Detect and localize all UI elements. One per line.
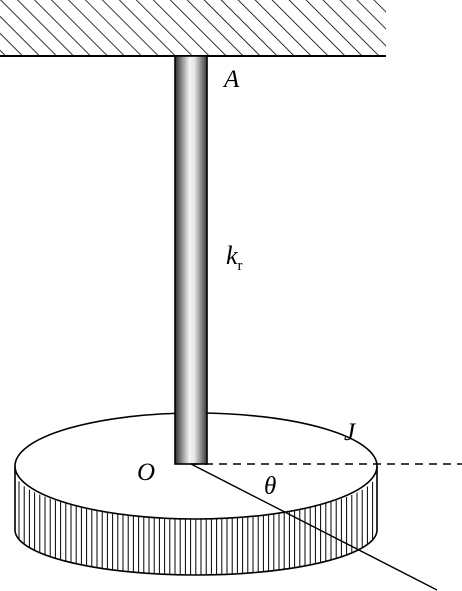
- ceiling-hatch: [0, 0, 386, 56]
- label-a: A: [222, 66, 240, 93]
- stiffness-subscript: r: [238, 258, 243, 274]
- label-j: J: [344, 419, 357, 446]
- label-o: O: [137, 459, 155, 486]
- disk-side-wall: [14, 465, 378, 576]
- rotated-radius-line: [190, 463, 438, 591]
- knurl-ribs: [18, 481, 374, 575]
- ceiling-support: [0, 0, 386, 57]
- stiffness-symbol: k: [226, 241, 238, 270]
- label-theta: θ: [264, 473, 276, 500]
- torsion-rod: [174, 55, 208, 465]
- label-stiffness: kr: [226, 241, 243, 274]
